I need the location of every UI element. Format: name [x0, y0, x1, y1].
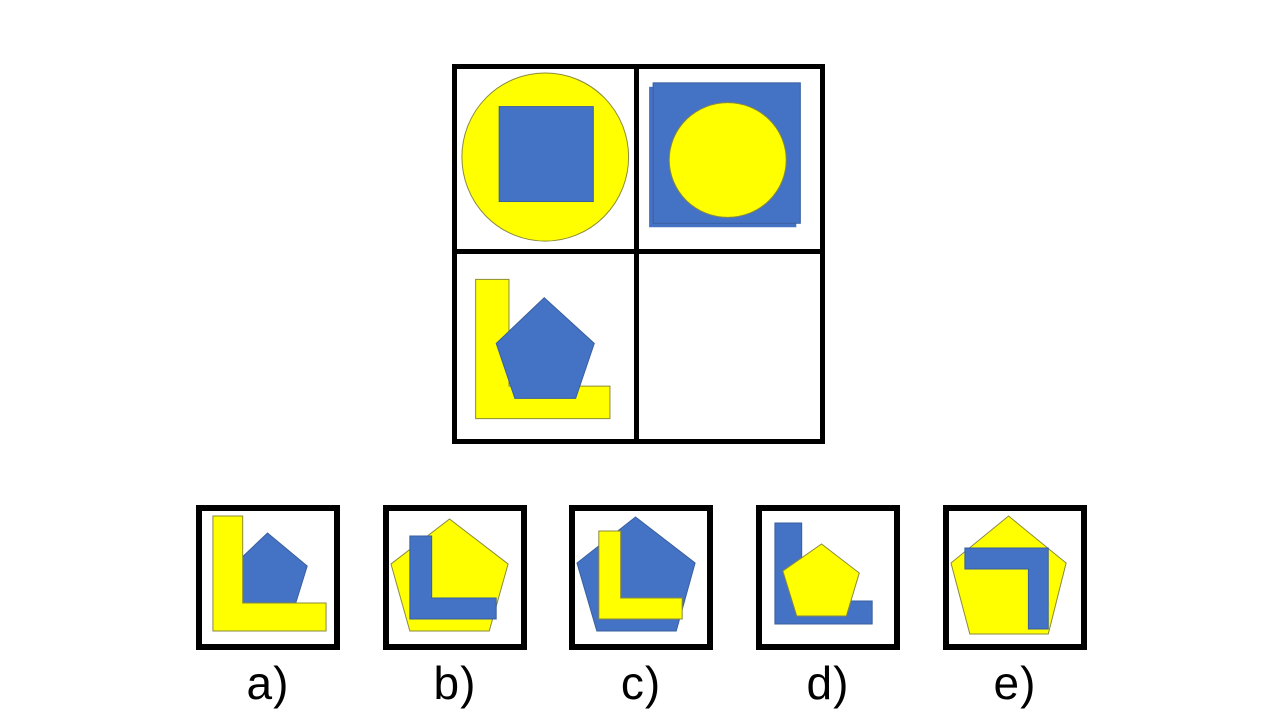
- option-b-figure: [390, 518, 509, 632]
- answer-option-e[interactable]: [943, 505, 1087, 650]
- blue-square: [498, 106, 594, 203]
- yellow-pentagon: [782, 543, 860, 617]
- cell-bottom-left-figure: [475, 278, 611, 420]
- option-label-c: c): [620, 657, 662, 709]
- grid-cell-top-right: [638, 69, 820, 254]
- option-label-a: a): [246, 657, 290, 709]
- answer-option-d[interactable]: [756, 505, 900, 650]
- cell-top-left-figure: [461, 72, 630, 242]
- answer-option-c[interactable]: [569, 505, 713, 650]
- yellow-L-shape: [598, 530, 683, 620]
- grid-cell-top-left: [457, 69, 639, 254]
- yellow-L-shape: [212, 515, 327, 632]
- blue-pentagon: [495, 297, 595, 399]
- puzzle-grid: [452, 64, 825, 444]
- cell-top-right-figure: [648, 82, 801, 228]
- option-c-figure: [576, 516, 696, 632]
- blue-rotated-L-shape: [964, 547, 1049, 630]
- yellow-pentagon: [950, 515, 1067, 635]
- blue-L-shape: [409, 535, 497, 620]
- option-d-figure: [774, 522, 873, 625]
- option-e-figure: [950, 515, 1067, 635]
- option-label-d: d): [806, 657, 850, 709]
- grid-cell-bottom-left: [457, 254, 639, 439]
- option-label-e: e): [993, 657, 1037, 709]
- yellow-circle: [668, 102, 787, 218]
- answer-option-b[interactable]: [383, 505, 527, 650]
- grid-cell-bottom-right-empty: [638, 254, 820, 439]
- option-a-figure: [212, 515, 327, 632]
- answer-option-a[interactable]: [196, 505, 340, 650]
- option-label-b: b): [433, 657, 477, 709]
